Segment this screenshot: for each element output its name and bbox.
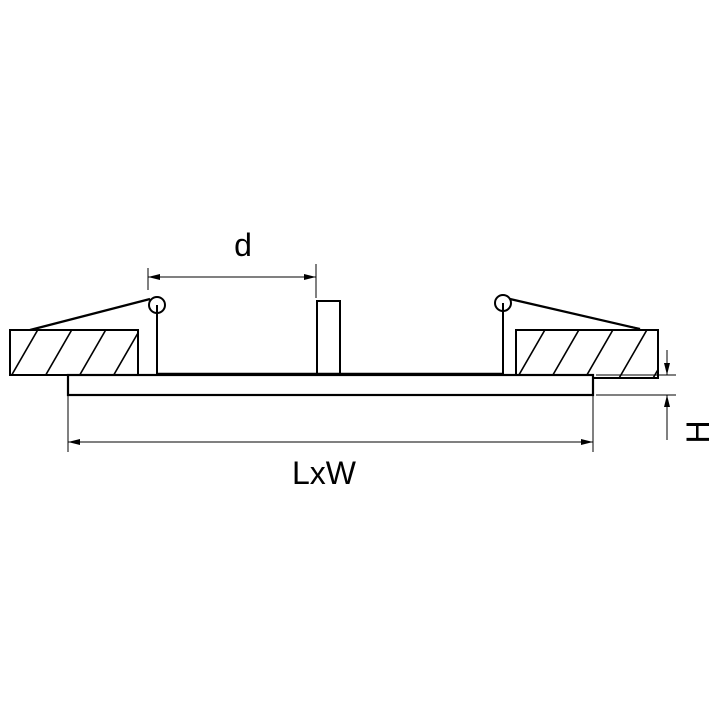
dimension-lxw-label: LxW: [292, 455, 357, 491]
dimension-h-label: H: [680, 420, 716, 443]
dimension-lxw: [67, 396, 594, 452]
dimension-d: [147, 264, 317, 298]
ceiling-block-left: [9, 329, 139, 376]
dimension-d-label: d: [234, 227, 252, 263]
fixture-frame: [66, 373, 595, 397]
ceiling-block-right: [515, 329, 659, 379]
spring-clip-left: [29, 296, 166, 374]
lamp-holder: [316, 300, 341, 375]
hatch-left: [10, 330, 138, 375]
hatch-right: [516, 330, 658, 378]
spring-clip-right: [494, 294, 641, 374]
dimension-h: [596, 350, 676, 440]
